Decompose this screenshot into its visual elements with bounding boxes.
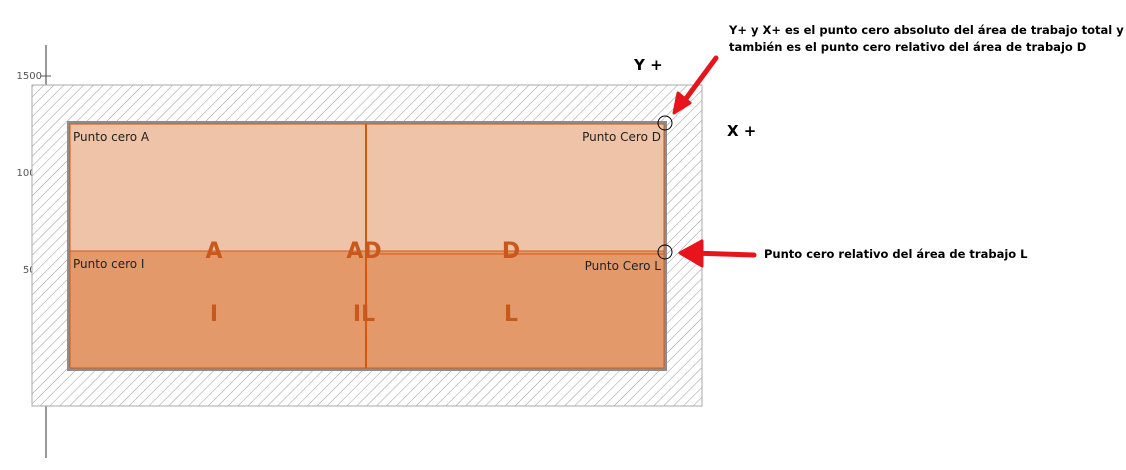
zero-point-d-marker bbox=[657, 115, 673, 131]
zero-point-d-label: Punto Cero D bbox=[582, 130, 661, 144]
zone-il-label: IL bbox=[353, 302, 375, 327]
arrow-absolute-zero-icon bbox=[672, 55, 719, 115]
zero-point-i-label: Punto cero I bbox=[73, 257, 144, 271]
tick-label-1500: 1500 bbox=[17, 71, 42, 82]
zone-a-label: A bbox=[205, 239, 222, 264]
y-plus-label: Y + bbox=[633, 56, 663, 74]
zone-d-label: D bbox=[502, 239, 520, 264]
arrow-relative-zero-l-icon bbox=[678, 239, 757, 268]
zero-point-l-label: Punto Cero L bbox=[585, 259, 662, 273]
absolute-zero-note-line1: Y+ y X+ es el punto cero absoluto del ár… bbox=[728, 23, 1124, 37]
zone-ad-label: AD bbox=[346, 239, 381, 264]
zone-i-label: I bbox=[210, 302, 218, 327]
x-plus-label: X + bbox=[727, 122, 756, 140]
tick-label-1000: 1000 bbox=[17, 168, 42, 179]
absolute-zero-note-line2: también es el punto cero relativo del ár… bbox=[729, 40, 1086, 54]
zone-l-label: L bbox=[504, 302, 518, 327]
zero-point-l-marker bbox=[657, 244, 673, 260]
zero-point-a-label: Punto cero A bbox=[73, 130, 150, 144]
relative-zero-l-note: Punto cero relativo del área de trabajo … bbox=[764, 247, 1028, 261]
